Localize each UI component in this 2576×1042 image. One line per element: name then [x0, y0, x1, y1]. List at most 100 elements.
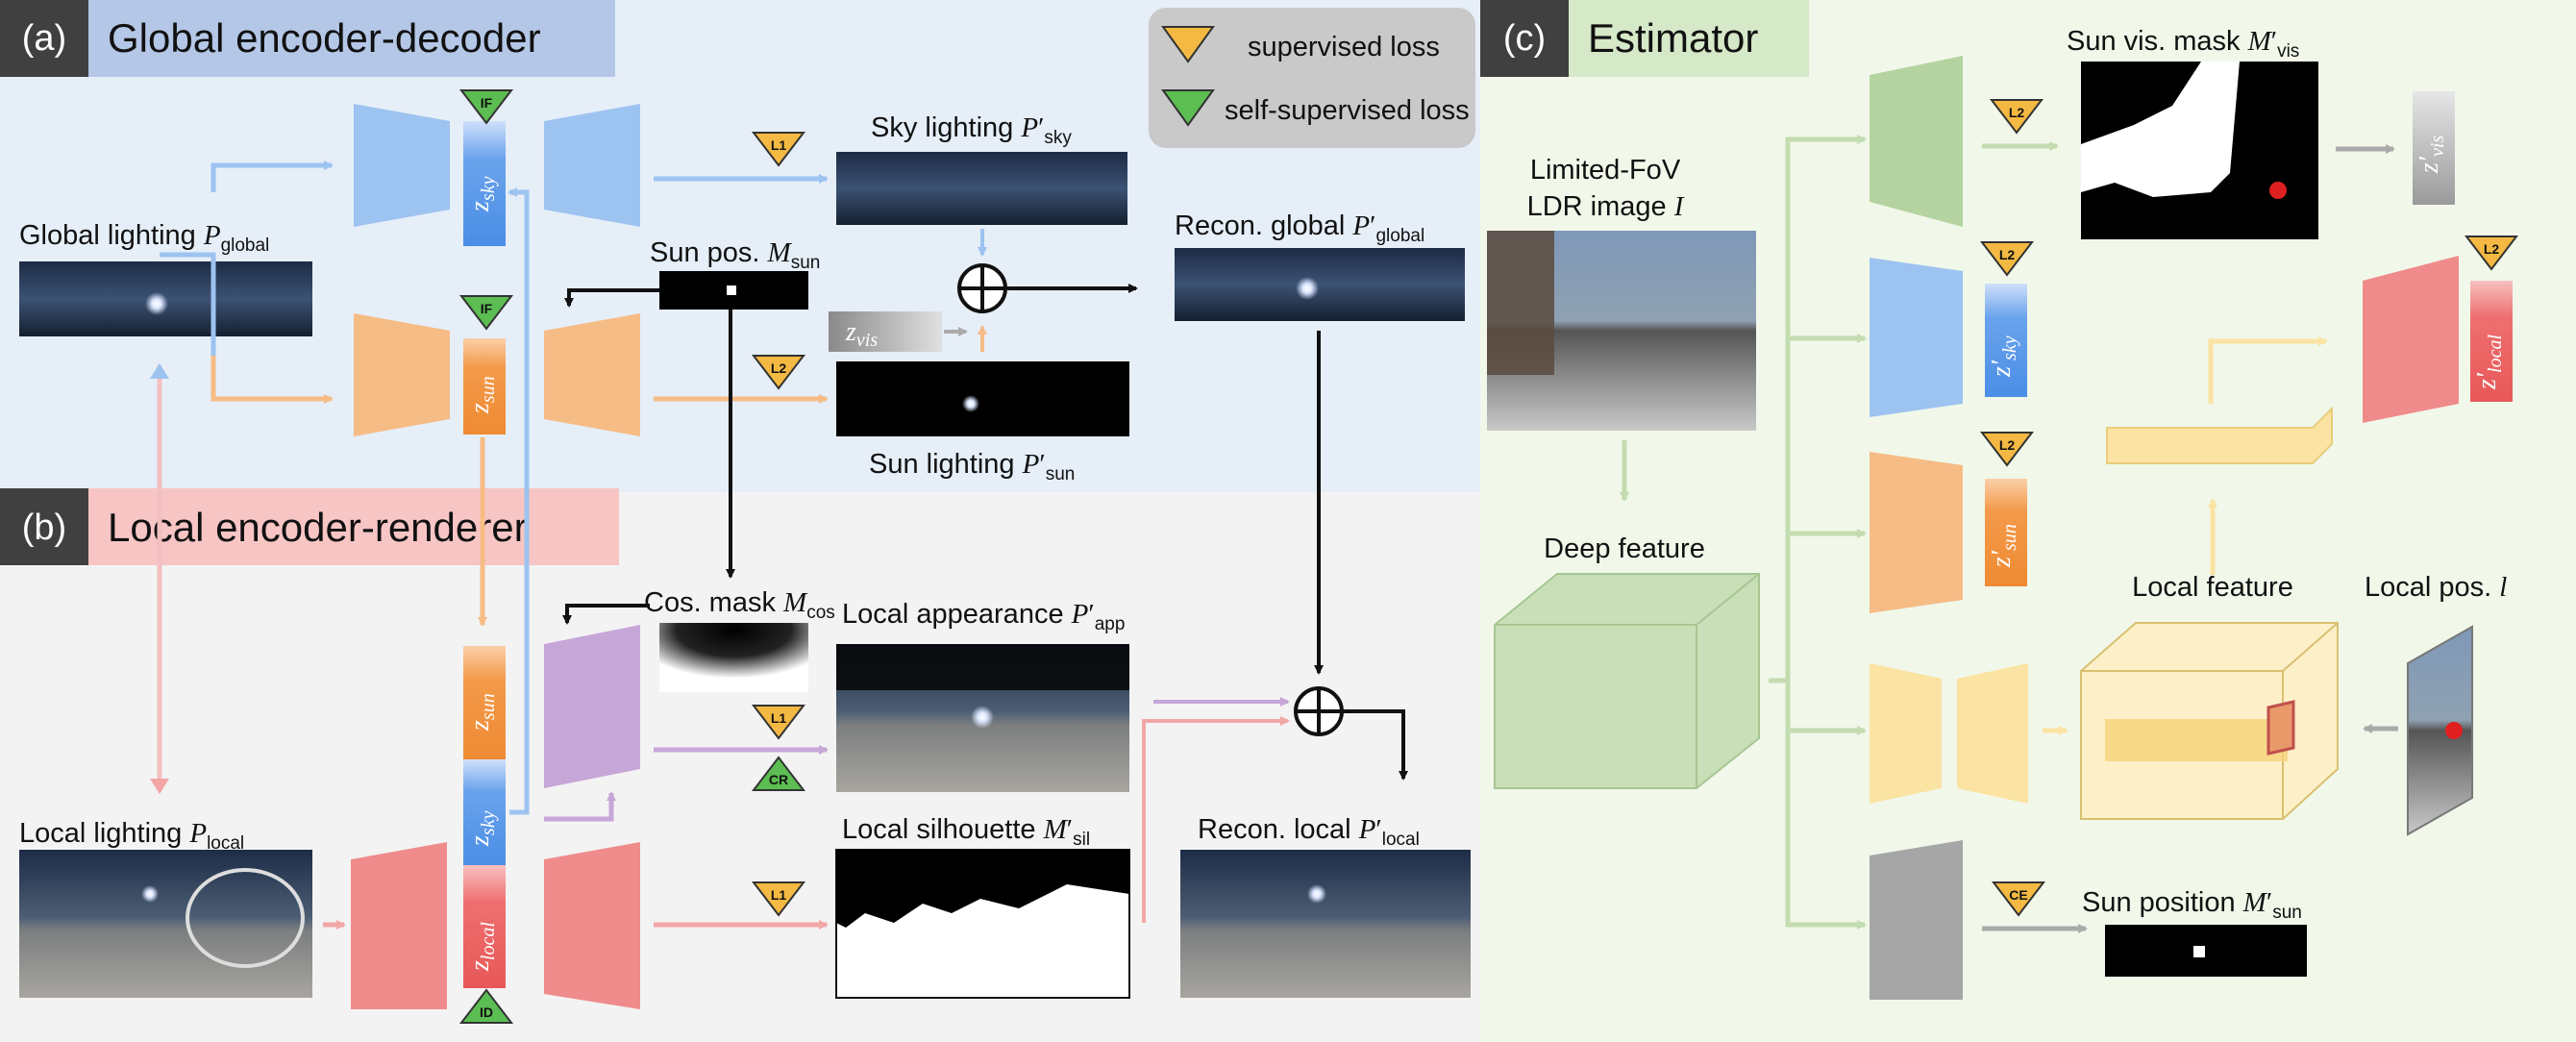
section-a-title-box	[88, 0, 615, 77]
sun-position-dot	[2193, 946, 2205, 957]
svg-text:Sun vis. mask M′vis: Sun vis. mask M′vis	[2067, 26, 2299, 62]
section-b-title-box	[88, 488, 619, 565]
legend-box	[1149, 8, 1475, 148]
loss-l1-app: L1	[771, 710, 787, 726]
sun-pos-dot	[727, 285, 736, 295]
local-lighting-image	[19, 850, 312, 998]
svg-text:Recon. global P′global: Recon. global P′global	[1175, 211, 1424, 246]
svg-text:zsun: zsun	[465, 693, 499, 732]
section-c-tag-box	[1480, 0, 1569, 77]
z-sky-text: zsky	[465, 176, 499, 212]
svg-text:z′sun: z′sun	[1987, 524, 2020, 568]
local-pos-dot	[2445, 722, 2463, 739]
z-sky-stack	[463, 759, 506, 865]
limited-fov-line2: LDR image	[1527, 191, 1674, 222]
local-decoder	[544, 842, 640, 1009]
z-sky-latent	[463, 121, 506, 246]
arrow-to-recon-local	[1342, 709, 1408, 781]
z-vis-latent	[829, 311, 942, 352]
local-feature-label: Local feature	[2132, 572, 2293, 603]
z-vis-estimate	[2413, 91, 2455, 205]
local-feature-vector	[2106, 406, 2333, 464]
sun-pos-label: Sun pos.	[650, 237, 768, 268]
section-b-header: (b) Local encoder-renderer	[0, 488, 619, 565]
deep-feature-label: Deep feature	[1544, 533, 1705, 564]
renderer	[544, 625, 640, 788]
local-head	[2363, 256, 2459, 423]
recon-local-image	[1180, 850, 1471, 998]
loss-l2-local: L2	[2484, 241, 2500, 257]
local-lighting-label: Local lighting	[19, 818, 189, 849]
sky-lighting-subscript: sky	[1044, 128, 1072, 148]
svg-text:z′vis: z′vis	[2415, 136, 2448, 174]
cos-mask-image	[659, 623, 808, 692]
section-a-title: Global encoder-decoder	[108, 15, 541, 61]
recon-local-label: Recon. local	[1198, 814, 1359, 845]
local-feature-encoder	[1870, 663, 1942, 804]
sun-pos-head	[1870, 840, 1963, 1000]
sun-lighting-subscript: sun	[1046, 464, 1076, 484]
z-local-stack	[463, 865, 506, 988]
global-lighting-sun	[145, 292, 168, 315]
z-sun-estimate	[1985, 479, 2027, 586]
sun-lighting-sun	[962, 395, 979, 412]
arrow-trunk	[1769, 135, 1867, 683]
svg-text:Local appearance P′app: Local appearance P′app	[842, 599, 1125, 634]
loss-id: ID	[480, 1005, 493, 1020]
svg-text:Global lighting Pglobal: Global lighting Pglobal	[19, 220, 269, 256]
svg-text:zlocal: zlocal	[465, 922, 499, 972]
sun-head	[1870, 452, 1963, 613]
z-local-estimate	[2470, 281, 2513, 402]
recon-global-label: Recon. global	[1175, 211, 1352, 241]
loss-cr-icon	[751, 756, 806, 791]
svg-text:zsky: zsky	[465, 810, 499, 847]
z-vis-text: zvis	[845, 317, 878, 351]
local-pos-image	[2407, 625, 2473, 836]
recon-global-sun	[1296, 277, 1319, 300]
sun-lighting-label: Sun lighting	[869, 449, 1023, 480]
section-b-tag: (b)	[22, 508, 66, 548]
sun-vis-mask-dot	[2269, 182, 2287, 199]
arrow-to-sun-encoder	[211, 356, 334, 404]
section-a-header: (a) Global encoder-decoder	[0, 0, 615, 77]
svg-text:Local silhouette M′sil: Local silhouette M′sil	[842, 814, 1090, 850]
sky-lighting-label: Sky lighting	[871, 112, 1021, 143]
local-feature-decoder	[1957, 663, 2028, 804]
global-lighting-symbol: P	[203, 220, 221, 251]
arrow-latent-to-renderer	[544, 791, 616, 822]
loss-if-sun: IF	[481, 301, 493, 316]
loss-ce: CE	[2009, 887, 2027, 903]
loss-l1-sky-icon	[751, 132, 806, 167]
loss-l1-sky: L1	[771, 137, 787, 153]
loss-l2-sun-est: L2	[1999, 437, 2016, 453]
local-pos-label: Local pos.	[2365, 572, 2499, 603]
loss-l2-sun-icon	[751, 355, 806, 390]
sky-head	[1870, 258, 1963, 417]
local-appearance-label: Local appearance	[842, 599, 1072, 630]
svg-text:Sun pos. Msun: Sun pos. Msun	[650, 237, 820, 273]
section-a-tag-box	[0, 0, 88, 77]
loss-l1-app-icon	[751, 705, 806, 740]
section-b-title: Local encoder-renderer	[108, 505, 528, 550]
sky-decoder	[544, 104, 640, 227]
sun-position-label: Sun position	[2082, 887, 2243, 918]
legend: supervised loss self-supervised loss	[1149, 8, 1475, 148]
z-sun-latent	[463, 338, 506, 434]
svg-text:z′local: z′local	[2472, 335, 2506, 390]
vis-head	[1870, 56, 1963, 227]
svg-text:z′sky: z′sky	[1987, 335, 2020, 378]
loss-if-sky-icon	[458, 89, 514, 125]
section-a-tag: (a)	[22, 18, 66, 59]
sky-lighting-image	[836, 152, 1127, 225]
global-lighting-subscript: global	[221, 236, 270, 256]
local-feature-slice	[2266, 700, 2295, 756]
z-sky-estimate	[1985, 284, 2027, 397]
arrow-z-sky-link	[508, 187, 530, 815]
sun-position-image	[2105, 925, 2307, 977]
local-encoder	[351, 842, 447, 1009]
global-lighting-label: Global lighting	[19, 220, 204, 251]
arrow-global-up	[160, 252, 216, 356]
deep-feature-cube	[1494, 573, 1760, 789]
loss-l2-sky-icon	[1979, 241, 2035, 277]
sun-decoder	[544, 313, 640, 436]
